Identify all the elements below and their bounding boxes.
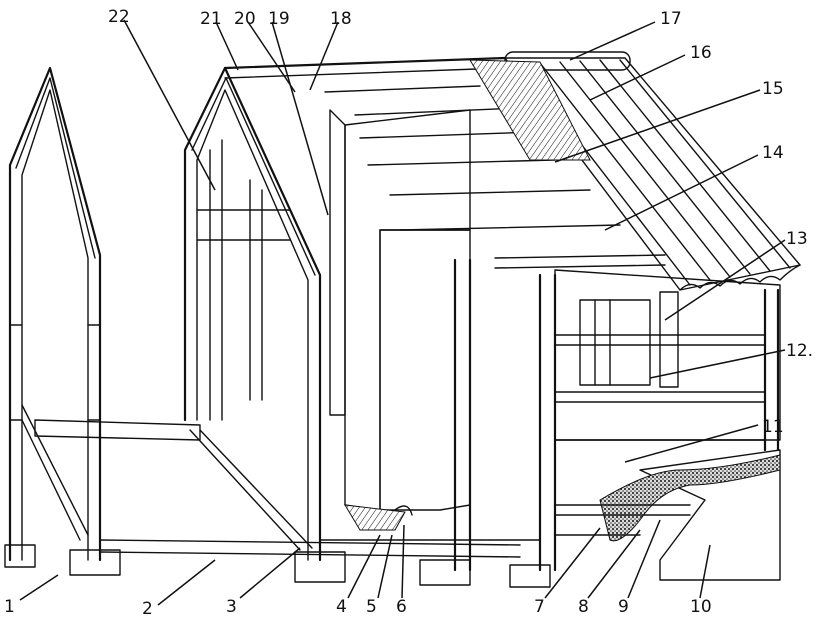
foundation (554, 449, 781, 581)
roof-structure (223, 56, 666, 269)
callout-13: 13 (786, 229, 808, 249)
rear-wall-frame (419, 258, 780, 588)
callout-19: 19 (268, 9, 290, 29)
second-gable-frame (183, 66, 346, 583)
callout-16: 16 (690, 43, 712, 63)
callout-22: 22 (108, 7, 130, 27)
callout-4: 4 (336, 597, 347, 617)
callout-2: 2 (142, 599, 153, 619)
callout-1: 1 (4, 597, 15, 617)
callout-14: 14 (762, 143, 784, 163)
callout-20: 20 (234, 9, 256, 29)
corrugated-roof-sheets (469, 51, 801, 291)
callout-7: 7 (534, 597, 545, 617)
callout-10: 10 (690, 597, 712, 617)
leader-lines (19, 19, 786, 606)
callout-9: 9 (618, 597, 629, 617)
callout-21: 21 (200, 9, 222, 29)
callout-6: 6 (396, 597, 407, 617)
front-gable-frame (4, 66, 121, 576)
floor-boarding (319, 504, 541, 541)
floor-beams (34, 419, 521, 558)
callout-11: 11 (762, 417, 784, 437)
callout-5: 5 (366, 597, 377, 617)
callout-3: 3 (226, 597, 237, 617)
callout-12: 12. (786, 341, 813, 361)
callout-15: 15 (762, 79, 784, 99)
callout-8: 8 (578, 597, 589, 617)
callout-18: 18 (330, 9, 352, 29)
callout-labels: 1 2 3 4 5 6 7 8 9 10 11 12. 13 14 15 16 … (4, 7, 813, 619)
callout-17: 17 (660, 9, 682, 29)
